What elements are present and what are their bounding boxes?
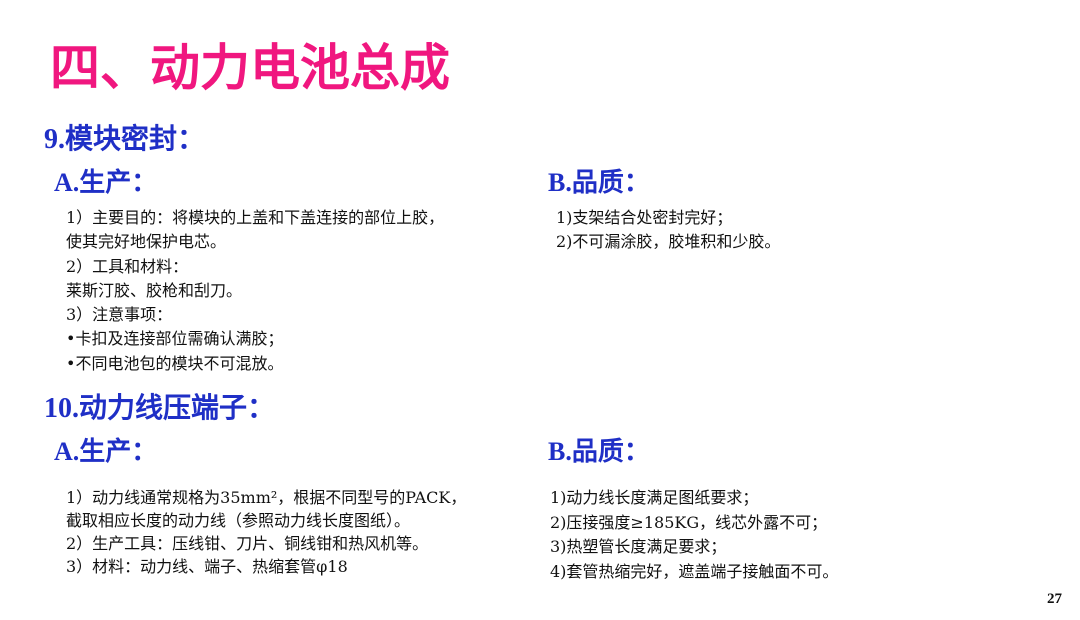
quality-letter: B. — [548, 168, 572, 197]
quality-heading: B.品质： — [548, 167, 650, 199]
text-line: 2)压接强度≥185KG，线芯外露不可； — [550, 512, 828, 532]
quality-text-block: 1)动力线长度满足图纸要求； 2)压接强度≥185KG，线芯外露不可； 3)热塑… — [550, 486, 838, 584]
production-text-block: 1）动力线通常规格为35mm²，根据不同型号的PACK， 截取相应长度的动力线（… — [66, 486, 466, 578]
production-label: 生产： — [79, 437, 158, 467]
text-line: 2）生产工具：压线钳、刀片、铜线钳和热风机等。 — [66, 534, 429, 553]
page-title: 四、动力电池总成 — [50, 39, 450, 97]
text-line: 1）主要目的：将模块的上盖和下盖连接的部位上胶， — [66, 208, 445, 227]
text-line: 截取相应长度的动力线（参照动力线长度图纸）。 — [66, 511, 411, 530]
quality-heading: B.品质： — [548, 436, 650, 468]
text-line: 3)热塑管长度满足要求； — [550, 537, 727, 556]
quality-text-block: 1)支架结合处密封完好； 2)不可漏涂胶，胶堆积和少胶。 — [556, 206, 780, 255]
production-letter: A. — [54, 437, 80, 466]
production-heading: A.生产： — [54, 436, 157, 468]
text-line: 莱斯汀胶、胶枪和刮刀。 — [66, 280, 243, 300]
page-number: 27 — [1047, 591, 1062, 607]
section-number: 9. — [44, 124, 65, 155]
section-title: 模块密封： — [65, 122, 206, 155]
production-label: 生产： — [79, 168, 158, 198]
text-line: 1)动力线长度满足图纸要求； — [550, 488, 759, 507]
section-title: 动力线压端子： — [79, 391, 276, 424]
text-line: •不同电池包的模块不可混放。 — [66, 353, 284, 373]
production-letter: A. — [54, 168, 80, 197]
text-line: 4)套管热缩完好，遮盖端子接触面不可。 — [550, 561, 839, 581]
section-number: 10. — [44, 393, 79, 424]
quality-label: 品质： — [571, 168, 650, 198]
production-heading: A.生产： — [54, 167, 157, 199]
quality-letter: B. — [548, 437, 572, 466]
text-line: 3）材料：动力线、端子、热缩套管φ18 — [66, 557, 348, 576]
text-line: •卡扣及连接部位需确认满胶； — [66, 329, 284, 349]
text-line: 1）动力线通常规格为35mm²，根据不同型号的PACK， — [66, 488, 467, 507]
text-line: 3）注意事项： — [66, 305, 173, 325]
section-heading-power-cable-crimping: 10.动力线压端子： — [44, 391, 275, 426]
quality-label: 品质： — [571, 437, 650, 467]
text-line: 2)不可漏涂胶，胶堆积和少胶。 — [556, 232, 781, 252]
text-line: 1)支架结合处密封完好； — [556, 208, 733, 227]
section-heading-module-sealing: 9.模块密封： — [44, 122, 205, 157]
text-line: 使其完好地保护电芯。 — [66, 232, 227, 252]
text-line: 2）工具和材料： — [66, 256, 189, 276]
production-text-block: 1）主要目的：将模块的上盖和下盖连接的部位上胶， 使其完好地保护电芯。 2）工具… — [66, 206, 444, 376]
